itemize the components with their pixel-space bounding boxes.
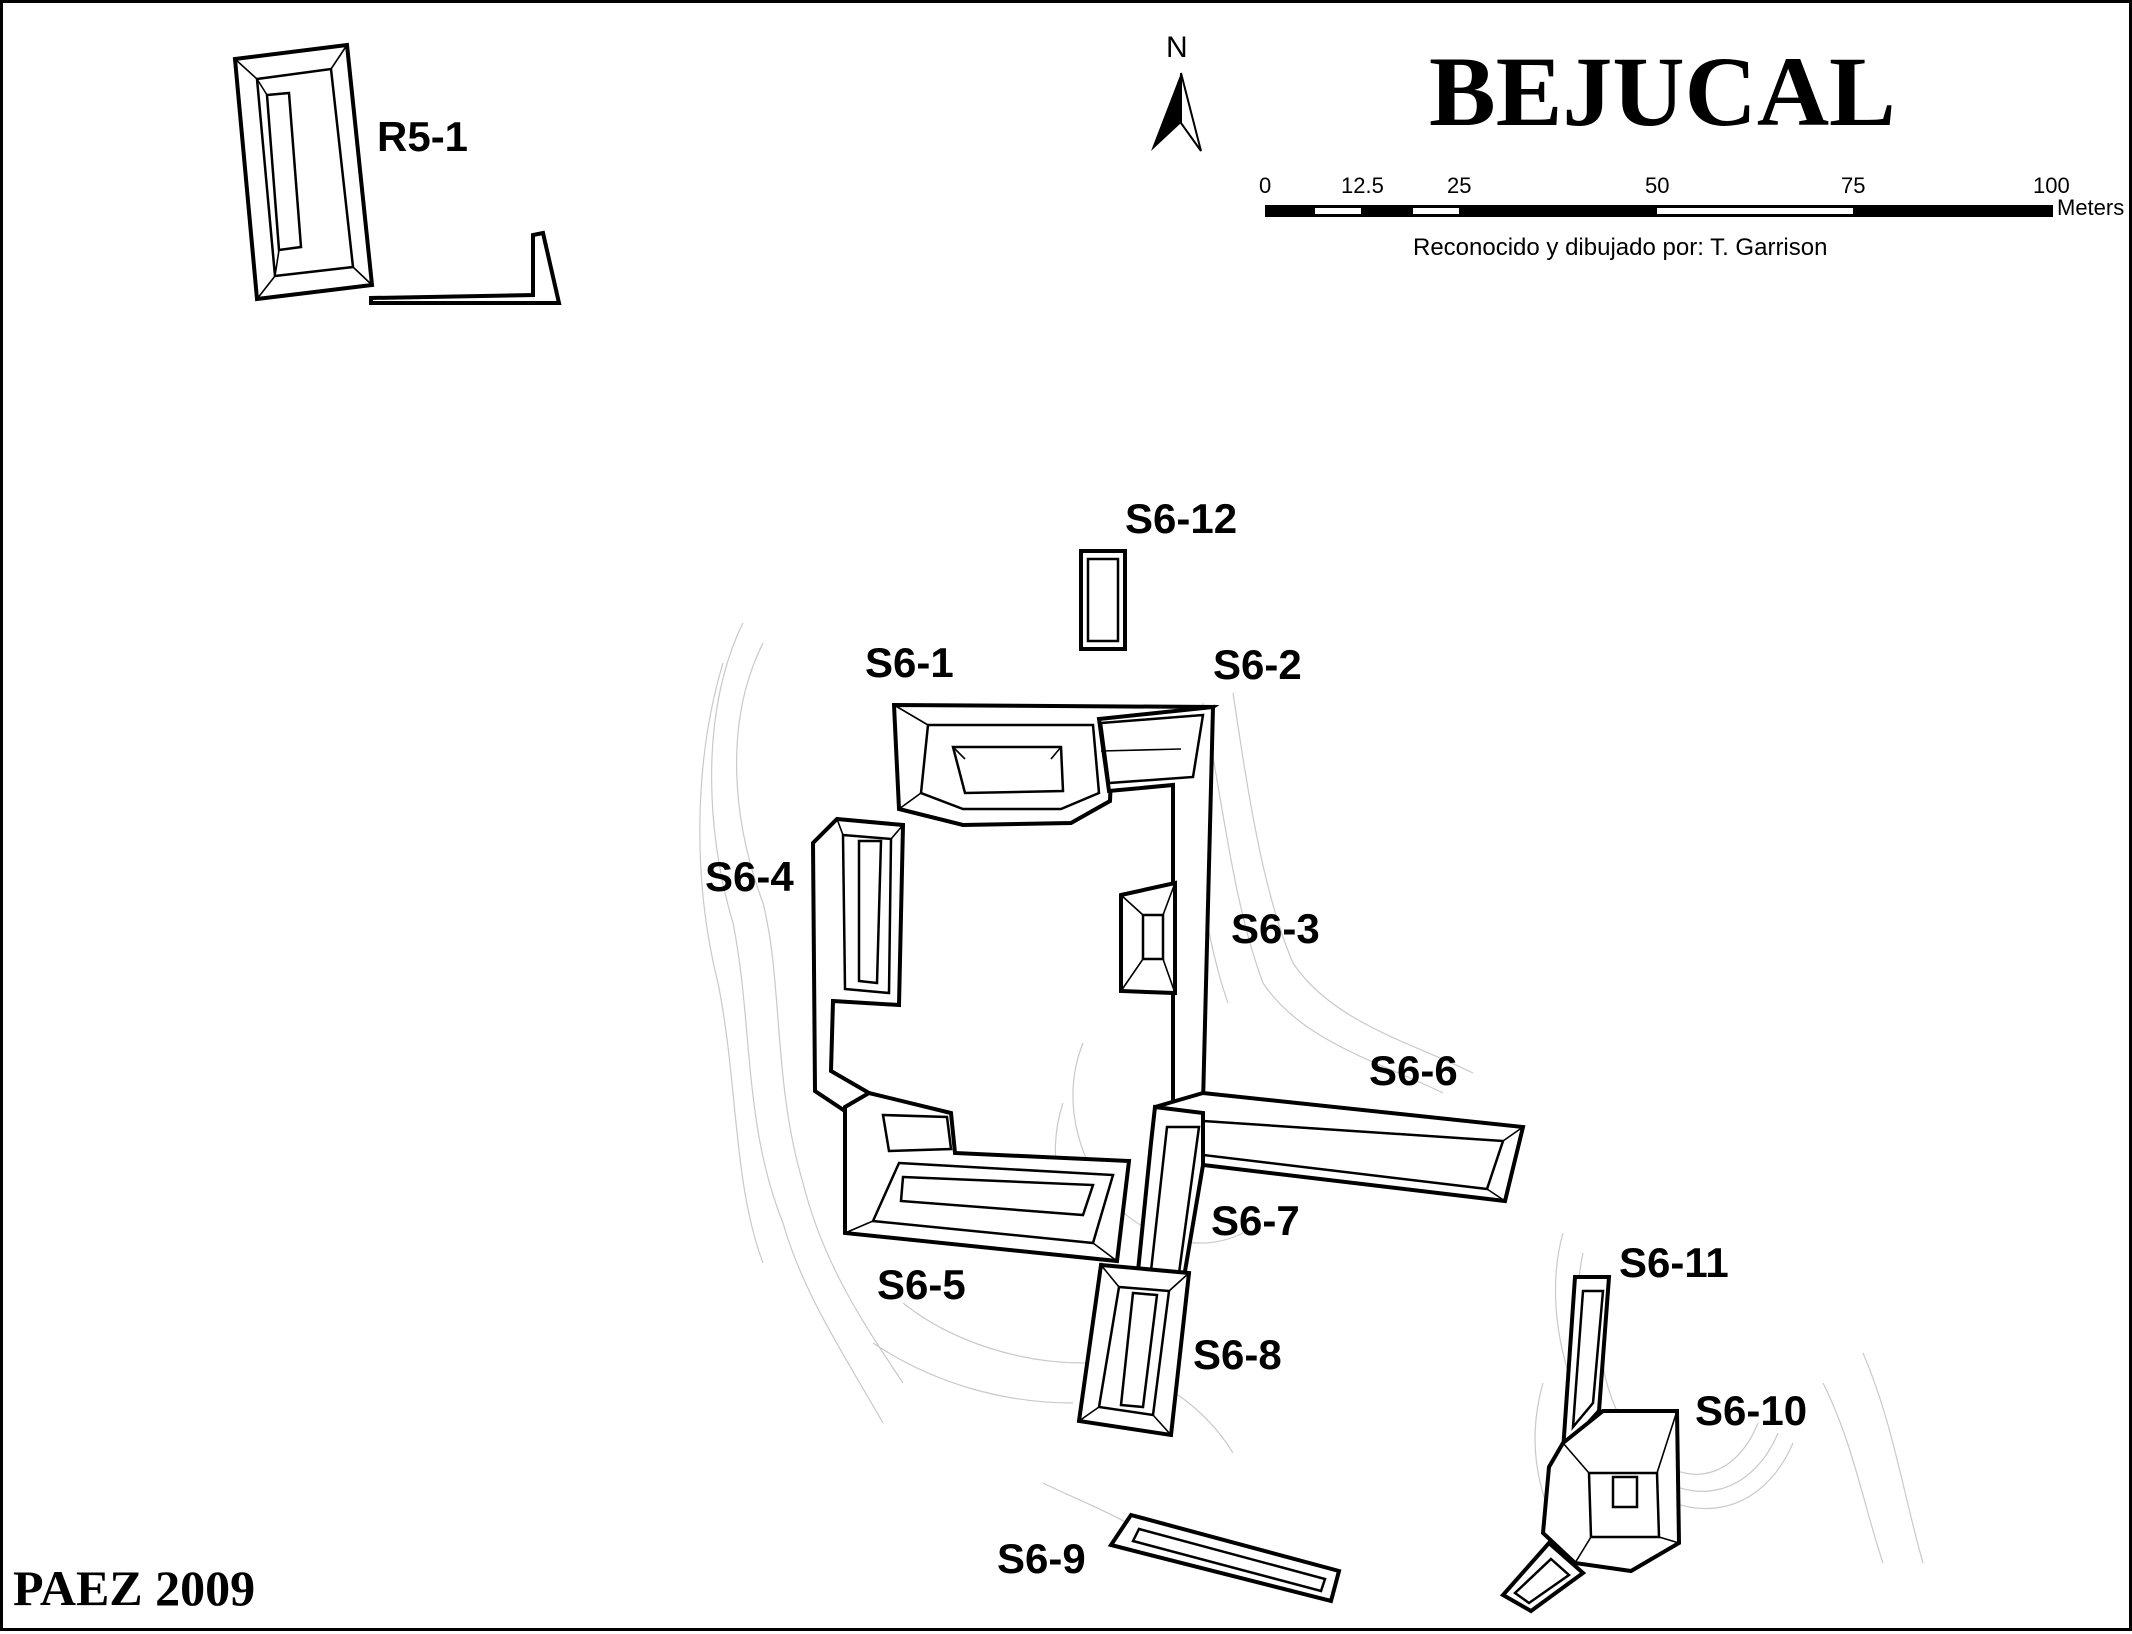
label-s6-1: S6-1 [865, 639, 954, 686]
structure-s6-8 [1076, 1262, 1192, 1438]
scale-bar: 0 12.5 25 50 75 100 Meters [1259, 173, 2124, 220]
structure-r5-1-corner [369, 230, 562, 305]
scale-unit: Meters [2057, 195, 2124, 220]
scale-tick-0: 0 [1259, 173, 1271, 198]
label-s6-11: S6-11 [1619, 1239, 1729, 1286]
structure-s6-5 [843, 1090, 1132, 1264]
label-s6-8: S6-8 [1193, 1331, 1282, 1378]
surveyor-credit: Reconocido y dibujado por: T. Garrison [1413, 234, 1827, 261]
label-s6-5: S6-5 [877, 1261, 966, 1308]
structure-s6-1 [891, 702, 1220, 828]
scale-tick-50: 50 [1645, 173, 1669, 198]
structure-s6-12 [1079, 549, 1127, 651]
structure-s6-6 [1154, 1090, 1526, 1204]
author-credit: PAEZ 2009 [13, 1560, 255, 1616]
label-s6-9: S6-9 [997, 1535, 1086, 1582]
structure-s6-9 [1107, 1512, 1342, 1604]
map-title: BEJUCAL [1429, 36, 1896, 147]
scale-tick-75: 75 [1841, 173, 1865, 198]
map-canvas: R5-1 S6-12 S6-1 S6-2 S6-3 S6-4 S6-5 S6-6… [13, 31, 2124, 1616]
north-arrow-icon: N [1151, 31, 1202, 152]
label-s6-12: S6-12 [1125, 495, 1237, 542]
label-s6-2: S6-2 [1213, 641, 1302, 688]
scale-tick-100: 100 [2033, 173, 2070, 198]
structure-s6-4 [810, 816, 906, 1114]
north-letter: N [1166, 31, 1188, 64]
structure-s6-11 [1560, 1275, 1612, 1457]
label-s6-6: S6-6 [1369, 1047, 1458, 1094]
label-r5-1: R5-1 [377, 113, 468, 160]
structure-s6-10 [1499, 1409, 1682, 1614]
label-s6-10: S6-10 [1695, 1387, 1807, 1434]
structure-s6-3 [1119, 880, 1177, 996]
label-s6-7: S6-7 [1211, 1197, 1300, 1244]
scale-tick-25: 25 [1447, 173, 1471, 198]
structure-r5-1 [232, 42, 375, 302]
label-s6-3: S6-3 [1231, 905, 1320, 952]
structure-s6-7 [1134, 1104, 1205, 1286]
scale-tick-12-5: 12.5 [1341, 173, 1384, 198]
label-s6-4: S6-4 [705, 853, 794, 900]
